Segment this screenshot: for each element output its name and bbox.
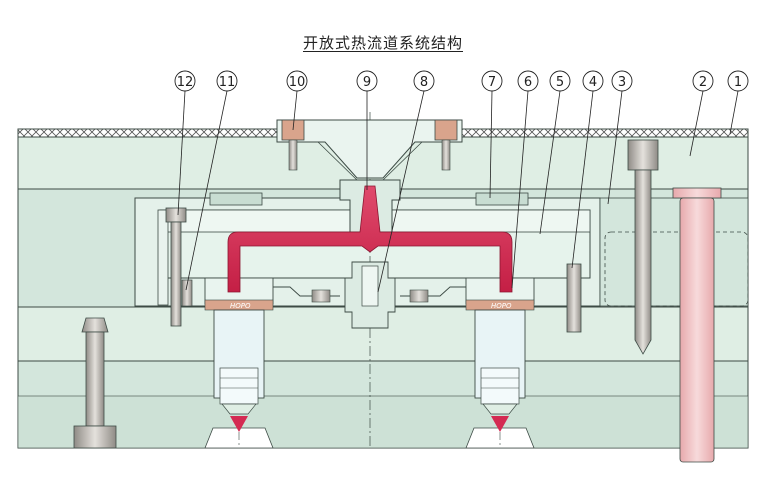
nozzle-brand-left: HOPO	[230, 302, 251, 310]
nozzle-brand-right: HOPO	[491, 302, 512, 310]
callout-4: 4	[582, 70, 604, 92]
long-screw	[627, 139, 659, 355]
svg-text:8: 8	[420, 75, 428, 90]
nozzle-body-left	[213, 309, 265, 432]
callout-2: 2	[692, 70, 714, 92]
svg-text:12: 12	[177, 75, 194, 90]
ring-screw-right-body	[441, 139, 451, 171]
pressure-pad-right	[475, 192, 529, 206]
callout-3: 3	[611, 70, 633, 92]
svg-text:6: 6	[524, 75, 532, 90]
callout-6: 6	[517, 70, 539, 92]
svg-text:11: 11	[219, 75, 236, 90]
guide-pillar	[672, 187, 722, 463]
right-recess	[604, 231, 749, 307]
melt-runner	[227, 185, 513, 293]
dowel-pin-4	[566, 263, 582, 333]
callout-10: 10	[286, 70, 308, 92]
pressure-pad-left	[209, 192, 263, 206]
svg-text:3: 3	[618, 75, 626, 90]
bottom-left-screw	[73, 317, 117, 449]
callout-8: 8	[413, 70, 435, 92]
right-pocket	[599, 197, 749, 307]
diagram-title: 开放式热流道系统结构	[0, 32, 766, 53]
center-support-insert	[361, 265, 379, 307]
callout-12: 12	[174, 70, 196, 92]
svg-text:10: 10	[289, 75, 306, 90]
callout-11: 11	[216, 70, 238, 92]
wire-connector-left	[311, 289, 331, 303]
diagram-title-text: 开放式热流道系统结构	[302, 34, 463, 52]
callout-9: 9	[356, 70, 378, 92]
callout-1: 1	[727, 70, 749, 92]
dowel-pin-11	[181, 279, 193, 307]
left-support-block	[157, 209, 169, 306]
svg-text:5: 5	[556, 75, 564, 90]
wire-connector-right	[409, 289, 429, 303]
ring-screw-right-head	[434, 119, 458, 141]
callout-7: 7	[481, 70, 503, 92]
ring-screw-left-body	[288, 139, 298, 171]
callout-5: 5	[549, 70, 571, 92]
nozzle-body-right	[474, 309, 526, 432]
svg-text:2: 2	[699, 75, 707, 90]
core-lower	[17, 395, 749, 449]
screw-12	[165, 207, 187, 327]
svg-text:7: 7	[488, 75, 496, 90]
leader-lines	[177, 90, 739, 293]
svg-text:1: 1	[734, 75, 742, 90]
svg-text:4: 4	[589, 75, 597, 90]
svg-text:9: 9	[363, 75, 371, 90]
callouts: 12 11 10 9 8 7 6 5 4 3 2 1	[174, 70, 749, 92]
